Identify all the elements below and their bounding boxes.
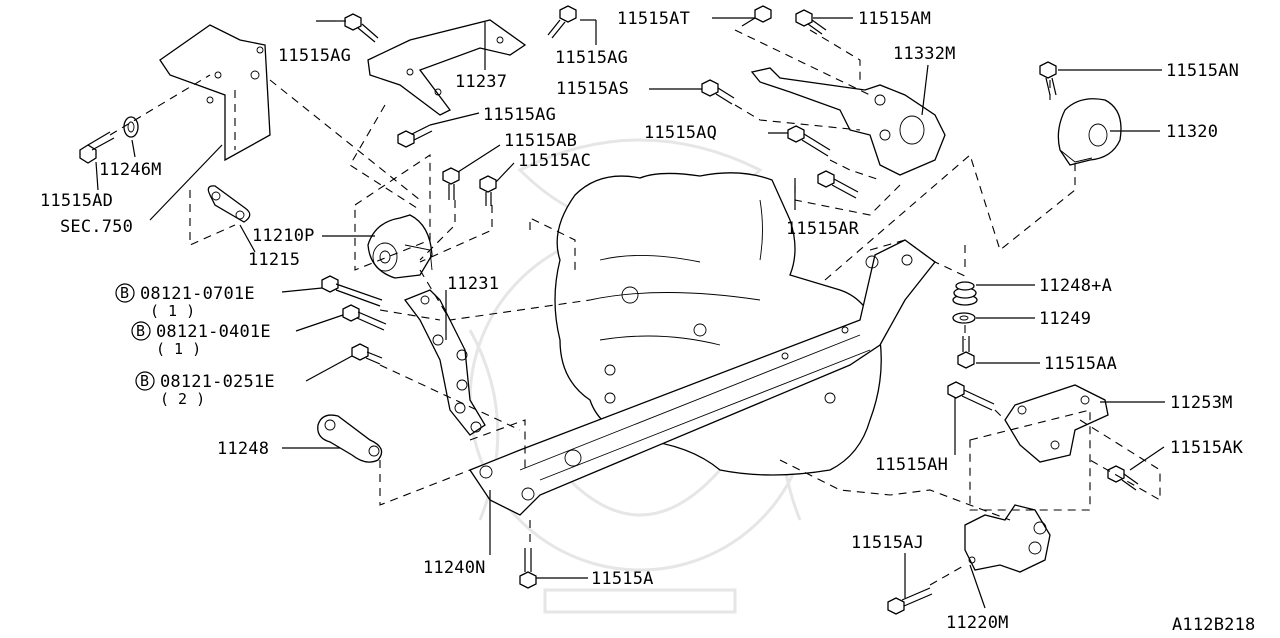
engine-mount-11220m [964, 504, 1051, 573]
crossmember-11240n [469, 239, 936, 516]
bracket-11237 [367, 19, 527, 116]
bolt-part-number: 08121-0251E [160, 372, 275, 392]
callout-sec750: SEC.750 [60, 217, 133, 237]
callout-11515ac: 11515AC [518, 151, 591, 171]
callout-11515aq: 11515AQ [644, 123, 717, 143]
bolt-11515ag-3 [397, 124, 433, 148]
callout-11248: 11248 [217, 439, 269, 459]
bolt-11515ag-1 [344, 13, 379, 43]
bolt-11515ac [479, 175, 497, 206]
bolt-11515aa [957, 336, 975, 369]
bolt-11515a [519, 548, 537, 589]
plate-11215 [207, 185, 251, 223]
bracket-11231 [403, 289, 486, 436]
callout-labels: 11515AG 11237 11515AG 11515AT 11515AM 11… [40, 9, 1244, 633]
engine-mount-11320 [1057, 98, 1122, 166]
callout-11210p: 11210P [252, 226, 315, 246]
bolt-11515aj [887, 587, 933, 615]
callout-11320: 11320 [1166, 122, 1218, 142]
bolt-quantity: ( 2 ) [160, 390, 205, 408]
callout-11332m: 11332M [893, 44, 956, 64]
bolt-badge: B [136, 322, 145, 340]
bolt-11515ag-2 [547, 5, 577, 39]
plate-11248 [317, 414, 383, 463]
callout-11515at: 11515AT [617, 9, 690, 29]
bolt-badge: B [120, 284, 129, 302]
bolt-08121-0701e [321, 275, 383, 307]
callout-11515an: 11515AN [1166, 61, 1239, 81]
bolt-11515at [741, 5, 772, 27]
callout-11215: 11215 [248, 250, 300, 270]
leader-lines [95, 17, 1165, 609]
bracket-11253m [1004, 384, 1109, 463]
callout-11249: 11249 [1039, 309, 1091, 329]
callout-11515ad: 11515AD [40, 191, 113, 211]
bolt-08121-0251e [351, 343, 383, 365]
bracket-11332m [750, 67, 946, 176]
callout-11240n: 11240N [423, 558, 486, 578]
bolt-11515an [1039, 61, 1057, 96]
standard-bolt-callouts: B 08121-0701E ( 1 ) B 08121-0401E ( 1 ) … [115, 283, 275, 408]
bolt-quantity: ( 1 ) [150, 302, 195, 320]
callout-11515ag: 11515AG [483, 105, 556, 125]
callout-11248a: 11248+A [1039, 276, 1112, 296]
callout-11515ak: 11515AK [1170, 438, 1244, 458]
callout-11246m: 11246M [99, 160, 162, 180]
callout-11515as: 11515AS [556, 79, 629, 99]
bolt-11515ah [947, 381, 995, 411]
callout-11515ag: 11515AG [555, 48, 628, 68]
callout-11515a: 11515A [591, 569, 654, 589]
bolt-11515ab [442, 167, 460, 200]
callout-11515ab: 11515AB [504, 131, 577, 151]
bolt-11515aq [787, 125, 831, 157]
bolt-quantity: ( 1 ) [156, 340, 201, 358]
callout-11253m: 11253M [1170, 393, 1233, 413]
bolt-11515ar [817, 170, 859, 199]
bolt-badge: B [140, 372, 149, 390]
bolt-08121-0401e [342, 304, 387, 331]
callout-11515aa: 11515AA [1044, 354, 1117, 374]
washer-11246m [123, 116, 139, 138]
callout-11515ar: 11515AR [786, 219, 860, 239]
bolt-symbols [79, 5, 1139, 615]
bolt-11515am [795, 9, 827, 35]
bolt-part-number: 08121-0701E [140, 284, 255, 304]
engine-block-outline [554, 172, 882, 476]
diagram-code: A112B218 [1172, 615, 1255, 635]
callout-11515aj: 11515AJ [851, 533, 924, 553]
callout-11220m: 11220M [946, 613, 1009, 633]
bracket-panel-sec750 [159, 24, 271, 162]
bolt-11515ad [79, 131, 115, 164]
callout-11515ah: 11515AH [875, 455, 948, 475]
engine-mount-11210p [367, 214, 433, 279]
callout-11515ag: 11515AG [278, 46, 351, 66]
bolt-11515as [701, 79, 735, 105]
callout-11515am: 11515AM [858, 9, 931, 29]
callout-11237: 11237 [455, 72, 507, 92]
stopper-11248a [952, 281, 978, 306]
washer-11249 [952, 312, 976, 324]
callout-11231: 11231 [447, 274, 499, 294]
bolt-part-number: 08121-0401E [156, 322, 271, 342]
bolt-11515ak [1107, 465, 1139, 491]
